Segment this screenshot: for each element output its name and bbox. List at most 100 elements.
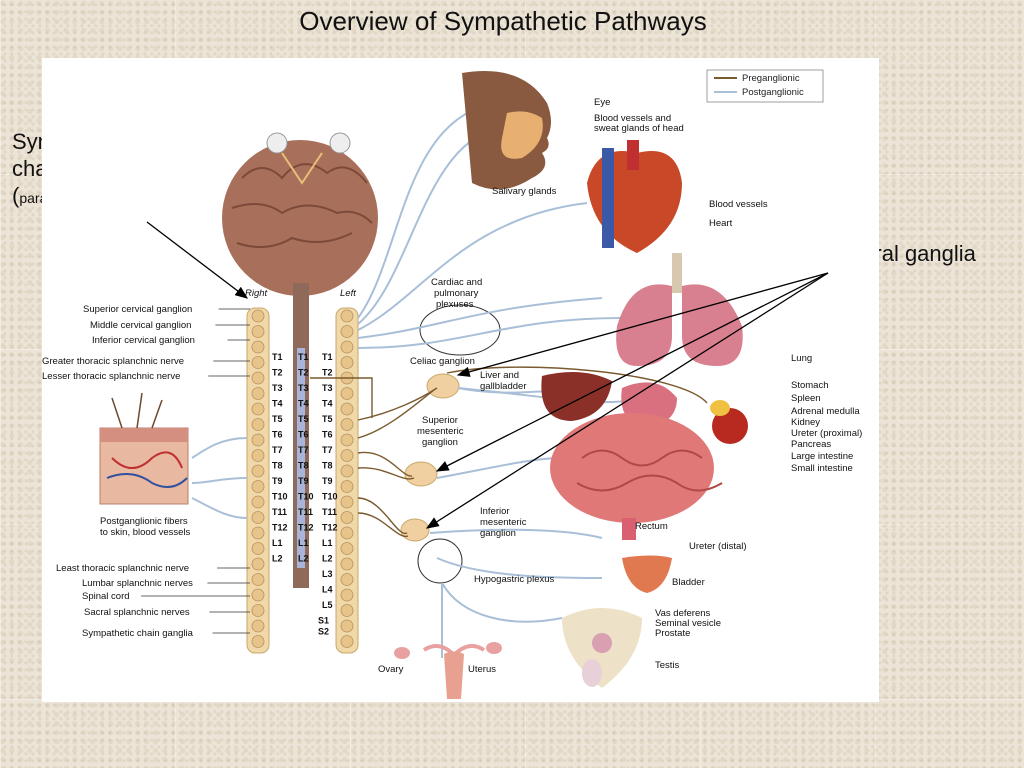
left-chain-ganglion [340, 356, 354, 369]
segment-label: T3 [322, 383, 333, 393]
left-chain-ganglion [340, 464, 354, 478]
segment-label: S2 [318, 627, 329, 637]
left-chain-ganglion [340, 542, 354, 555]
segment-label: L5 [322, 600, 333, 610]
right-chain-ganglion [251, 387, 265, 400]
head-illustration [462, 71, 551, 190]
organ-label: Small intestine [791, 463, 853, 474]
sup-mes-label-line1: Superior [422, 415, 458, 426]
organ-label: Blood vessels and [594, 113, 671, 124]
segment-label: T7 [298, 445, 309, 455]
liver-label-line1: Liver and [480, 370, 519, 381]
right-chain-ganglion [251, 557, 265, 571]
right-chain-ganglion [251, 340, 265, 354]
left-label: Least thoracic splanchnic nerve [56, 563, 189, 574]
segment-label: T2 [272, 368, 283, 378]
adrenal-illustration [710, 400, 730, 416]
left-label: Sacral splanchnic nerves [84, 607, 190, 618]
left-chain-ganglion [340, 495, 354, 509]
segment-label: T12 [322, 523, 338, 533]
segment-label: T8 [298, 461, 309, 471]
left-chain-ganglion [340, 418, 354, 431]
celiac-label: Celiac ganglion [410, 356, 475, 367]
side-left-label: Left [340, 288, 356, 299]
right-chain-ganglion [251, 418, 265, 431]
left-label: Lesser thoracic splanchnic nerve [42, 371, 180, 382]
legend-preganglionic: Preganglionic [742, 73, 800, 84]
liver-illustration [541, 372, 612, 421]
legend: Preganglionic Postganglionic [706, 69, 824, 103]
skin-label-line2: to skin, blood vessels [100, 527, 191, 538]
left-chain-ganglion [340, 526, 354, 540]
segment-label: T9 [272, 476, 283, 486]
left-label: Inferior cervical ganglion [92, 335, 195, 346]
segment-label: T11 [272, 507, 287, 517]
organ-label: Rectum [635, 521, 668, 532]
inf-mes-label-line3: ganglion [480, 528, 516, 539]
left-chain-ganglion [340, 573, 354, 586]
left-label: Greater thoracic splanchnic nerve [42, 356, 184, 367]
sup-mes-label-line3: ganglion [422, 437, 458, 448]
organ-label: Vas deferens [655, 608, 711, 619]
left-chain-ganglion [340, 588, 354, 602]
skin-label-line1: Postganglionic fibers [100, 516, 188, 527]
right-chain-ganglion [251, 371, 265, 385]
female-reproductive-illustration [394, 642, 502, 699]
right-chain-ganglion [251, 309, 265, 323]
hypogastric-label: Hypogastric plexus [474, 574, 555, 585]
left-chain-ganglion [340, 480, 354, 493]
right-chain-ganglion [251, 635, 265, 648]
segment-label: L2 [272, 554, 283, 564]
segment-label: T6 [298, 430, 309, 440]
brain-illustration [222, 132, 378, 296]
segment-label: T4 [272, 399, 283, 409]
left-chain-ganglion [340, 449, 354, 462]
right-chain-ganglion [251, 356, 265, 369]
male-reproductive-illustration [562, 608, 642, 688]
left-chain-ganglion [340, 433, 354, 447]
organ-label: Stomach [791, 380, 829, 391]
organ-label: Adrenal medulla [791, 406, 860, 417]
inf-mes-label-line1: Inferior [480, 506, 510, 517]
superior-mesenteric-ganglion [404, 461, 438, 487]
skin-illustration [99, 392, 189, 505]
right-chain-ganglion [251, 495, 265, 509]
organ-label: Seminal vesicle [655, 618, 721, 629]
segment-label: T12 [272, 523, 288, 533]
segment-label: T11 [322, 507, 337, 517]
right-chain-ganglion [251, 433, 265, 447]
left-chain-ganglion [340, 557, 354, 571]
right-chain-ganglion [251, 573, 265, 586]
segment-label: T7 [322, 445, 333, 455]
legend-postganglionic: Postganglionic [742, 87, 804, 98]
organ-label: Prostate [655, 628, 690, 639]
segment-label: T9 [298, 476, 309, 486]
left-chain-ganglion [340, 309, 354, 323]
segment-label: S1 [318, 616, 329, 626]
slide-title: Overview of Sympathetic Pathways [299, 6, 707, 36]
right-chain-ganglion [251, 588, 265, 602]
organ-label: Lung [791, 353, 812, 364]
cardiac-label-line1: Cardiac and [431, 277, 482, 288]
segment-label: T4 [298, 399, 309, 409]
segment-label: L2 [298, 554, 309, 564]
segment-label: T1 [272, 352, 283, 362]
left-label: Spinal cord [82, 591, 130, 602]
intestines-illustration [550, 413, 714, 523]
left-label: Superior cervical ganglion [83, 304, 192, 315]
segment-label: L4 [322, 585, 333, 595]
segment-label: T9 [322, 476, 333, 486]
segment-label: T2 [322, 368, 333, 378]
segment-label: T10 [322, 492, 338, 502]
organ-label: Spleen [791, 393, 821, 404]
segment-label: T5 [298, 414, 309, 424]
sup-mes-label-line2: mesenteric [417, 426, 464, 437]
cardiac-label-line2: pulmonary [434, 288, 479, 299]
left-chain-ganglion [340, 635, 354, 648]
segment-label: T1 [322, 352, 333, 362]
left-chain-ganglion [340, 619, 354, 633]
left-chain-ganglion [340, 387, 354, 400]
segment-label: L3 [322, 569, 333, 579]
